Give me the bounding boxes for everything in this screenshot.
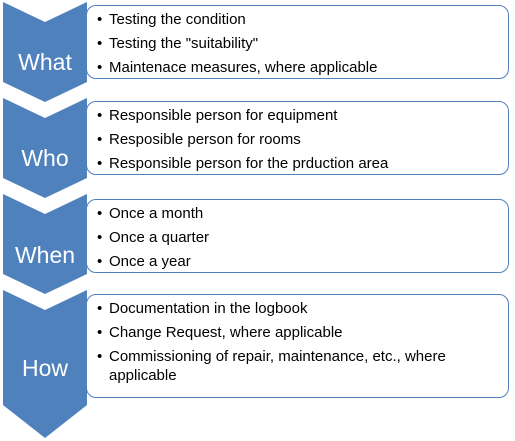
chevron-shape bbox=[3, 290, 87, 438]
chevron-label-who: Who bbox=[21, 145, 69, 171]
chevron-label-what: What bbox=[18, 49, 72, 75]
bullet-icon: • bbox=[97, 205, 103, 222]
list-item: •Commissioning of repair, maintenance, e… bbox=[97, 348, 446, 384]
list-item: •Responsible person for equipment bbox=[97, 107, 338, 124]
item-list-what: •Testing the condition •Testing the "sui… bbox=[97, 10, 500, 77]
list-item: •Resposible person for rooms bbox=[97, 131, 301, 148]
list-item: •Change Request, where applicable bbox=[97, 324, 343, 341]
list-item: •Once a month bbox=[97, 205, 204, 222]
chevron-label-how: How bbox=[21, 355, 68, 381]
chevron-who: Who bbox=[3, 98, 87, 198]
card-what: •Testing the condition •Testing the "sui… bbox=[86, 5, 509, 79]
item-list-how: •Documentation in the logbook •Change Re… bbox=[97, 299, 500, 385]
bullet-icon: • bbox=[97, 59, 103, 76]
chevron-shape bbox=[3, 2, 87, 102]
bullet-icon: • bbox=[97, 107, 103, 124]
chevron-label-when: When bbox=[14, 242, 76, 268]
card-who: •Responsible person for equipment •Respo… bbox=[86, 101, 509, 175]
chevron-when: When bbox=[3, 194, 87, 294]
chevron-shape bbox=[3, 194, 87, 294]
list-item: •Responsible person for the prduction ar… bbox=[97, 155, 389, 172]
bullet-icon: • bbox=[97, 300, 103, 317]
bullet-icon: • bbox=[97, 324, 103, 341]
chevron-how: How bbox=[3, 290, 87, 438]
bullet-icon: • bbox=[97, 253, 103, 270]
list-item: •Testing the condition bbox=[97, 11, 246, 28]
bullet-icon: • bbox=[97, 229, 103, 246]
list-item: •Maintenace measures, where applicable bbox=[97, 59, 378, 76]
bullet-icon: • bbox=[97, 35, 103, 52]
bullet-icon: • bbox=[97, 11, 103, 28]
card-when: •Once a month •Once a quarter •Once a ye… bbox=[86, 199, 509, 273]
bullet-icon: • bbox=[97, 155, 103, 172]
bullet-icon: • bbox=[97, 348, 103, 365]
list-item: •Documentation in the logbook bbox=[97, 300, 308, 317]
chevron-what: What bbox=[3, 2, 87, 102]
list-item: •Once a quarter bbox=[97, 229, 210, 246]
bullet-icon: • bbox=[97, 131, 103, 148]
list-item: •Once a year bbox=[97, 253, 191, 270]
list-item: •Testing the "suitability" bbox=[97, 35, 259, 52]
chevron-shape bbox=[3, 98, 87, 198]
card-how: •Documentation in the logbook •Change Re… bbox=[86, 294, 509, 398]
item-list-who: •Responsible person for equipment •Respo… bbox=[97, 106, 500, 173]
item-list-when: •Once a month •Once a quarter •Once a ye… bbox=[97, 204, 500, 271]
